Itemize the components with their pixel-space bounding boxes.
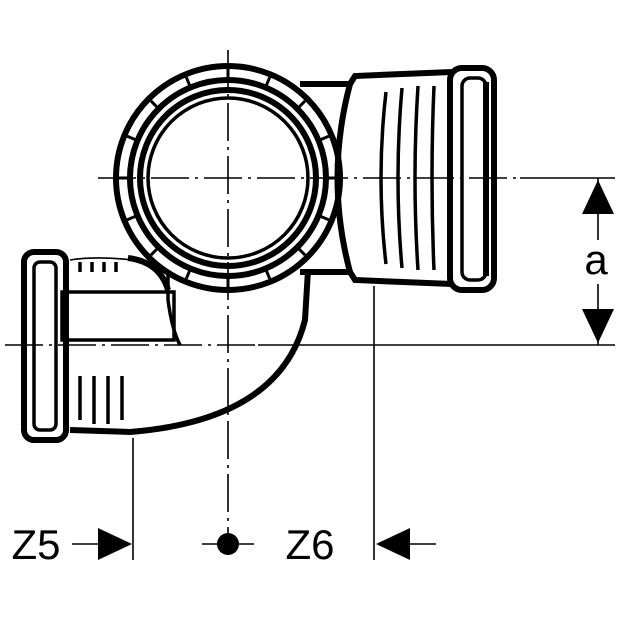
elbow-inlet-top-line (69, 257, 151, 263)
top-socket-tick-marks (119, 69, 337, 287)
elbow-top-edge (127, 255, 171, 291)
socket-tick-mark (264, 76, 272, 87)
right-arm-ribs (379, 85, 436, 271)
dimension-a-label: a (584, 236, 608, 283)
socket-tick-mark (149, 99, 159, 109)
left-socket-outer (21, 249, 69, 443)
dimension-a-arrow-top (582, 180, 614, 214)
socket-tick-mark (184, 76, 192, 87)
top-socket-inner-ring (137, 87, 319, 269)
dimension-a-label-bg (580, 240, 616, 284)
socket-tick-mark (297, 99, 307, 109)
socket-tick-mark (264, 269, 272, 280)
top-socket-middle-ring (127, 77, 329, 279)
left-socket-inner (32, 260, 58, 432)
socket-tick-mark (319, 134, 330, 142)
dimension-a-arrow-bottom (582, 309, 614, 343)
socket-tick-mark (149, 247, 159, 257)
elbow-bottom-edge (69, 269, 311, 436)
elbow-inlet-neck (60, 290, 176, 342)
socket-tick-mark (297, 247, 307, 257)
right-socket-outer (447, 65, 497, 293)
top-socket-bore (146, 96, 310, 260)
dimension-a: a (580, 178, 616, 345)
right-socket (447, 65, 497, 293)
right-arm-bottom-edge (300, 269, 453, 287)
left-socket (21, 249, 124, 443)
center-point-marker (217, 533, 239, 555)
z6-label: Z6 (285, 521, 334, 568)
right-socket-inner (460, 76, 488, 282)
left-socket-ribs-top (78, 262, 118, 272)
top-circular-socket (113, 63, 343, 293)
z5-arrow (98, 528, 132, 560)
right-arm-top-edge (300, 69, 453, 87)
z5-label: Z5 (11, 521, 60, 568)
left-socket-ribs-bottom (78, 376, 124, 424)
socket-tick-mark (319, 214, 330, 222)
right-arm-body (300, 69, 453, 287)
z6-arrow (376, 528, 410, 560)
socket-tick-mark (126, 214, 137, 222)
elbow-body (60, 255, 311, 436)
socket-tick-mark (184, 269, 192, 280)
top-socket-outer-ring (113, 63, 343, 293)
socket-tick-mark (126, 134, 137, 142)
dimension-z: Z5 Z6 (11, 286, 436, 568)
